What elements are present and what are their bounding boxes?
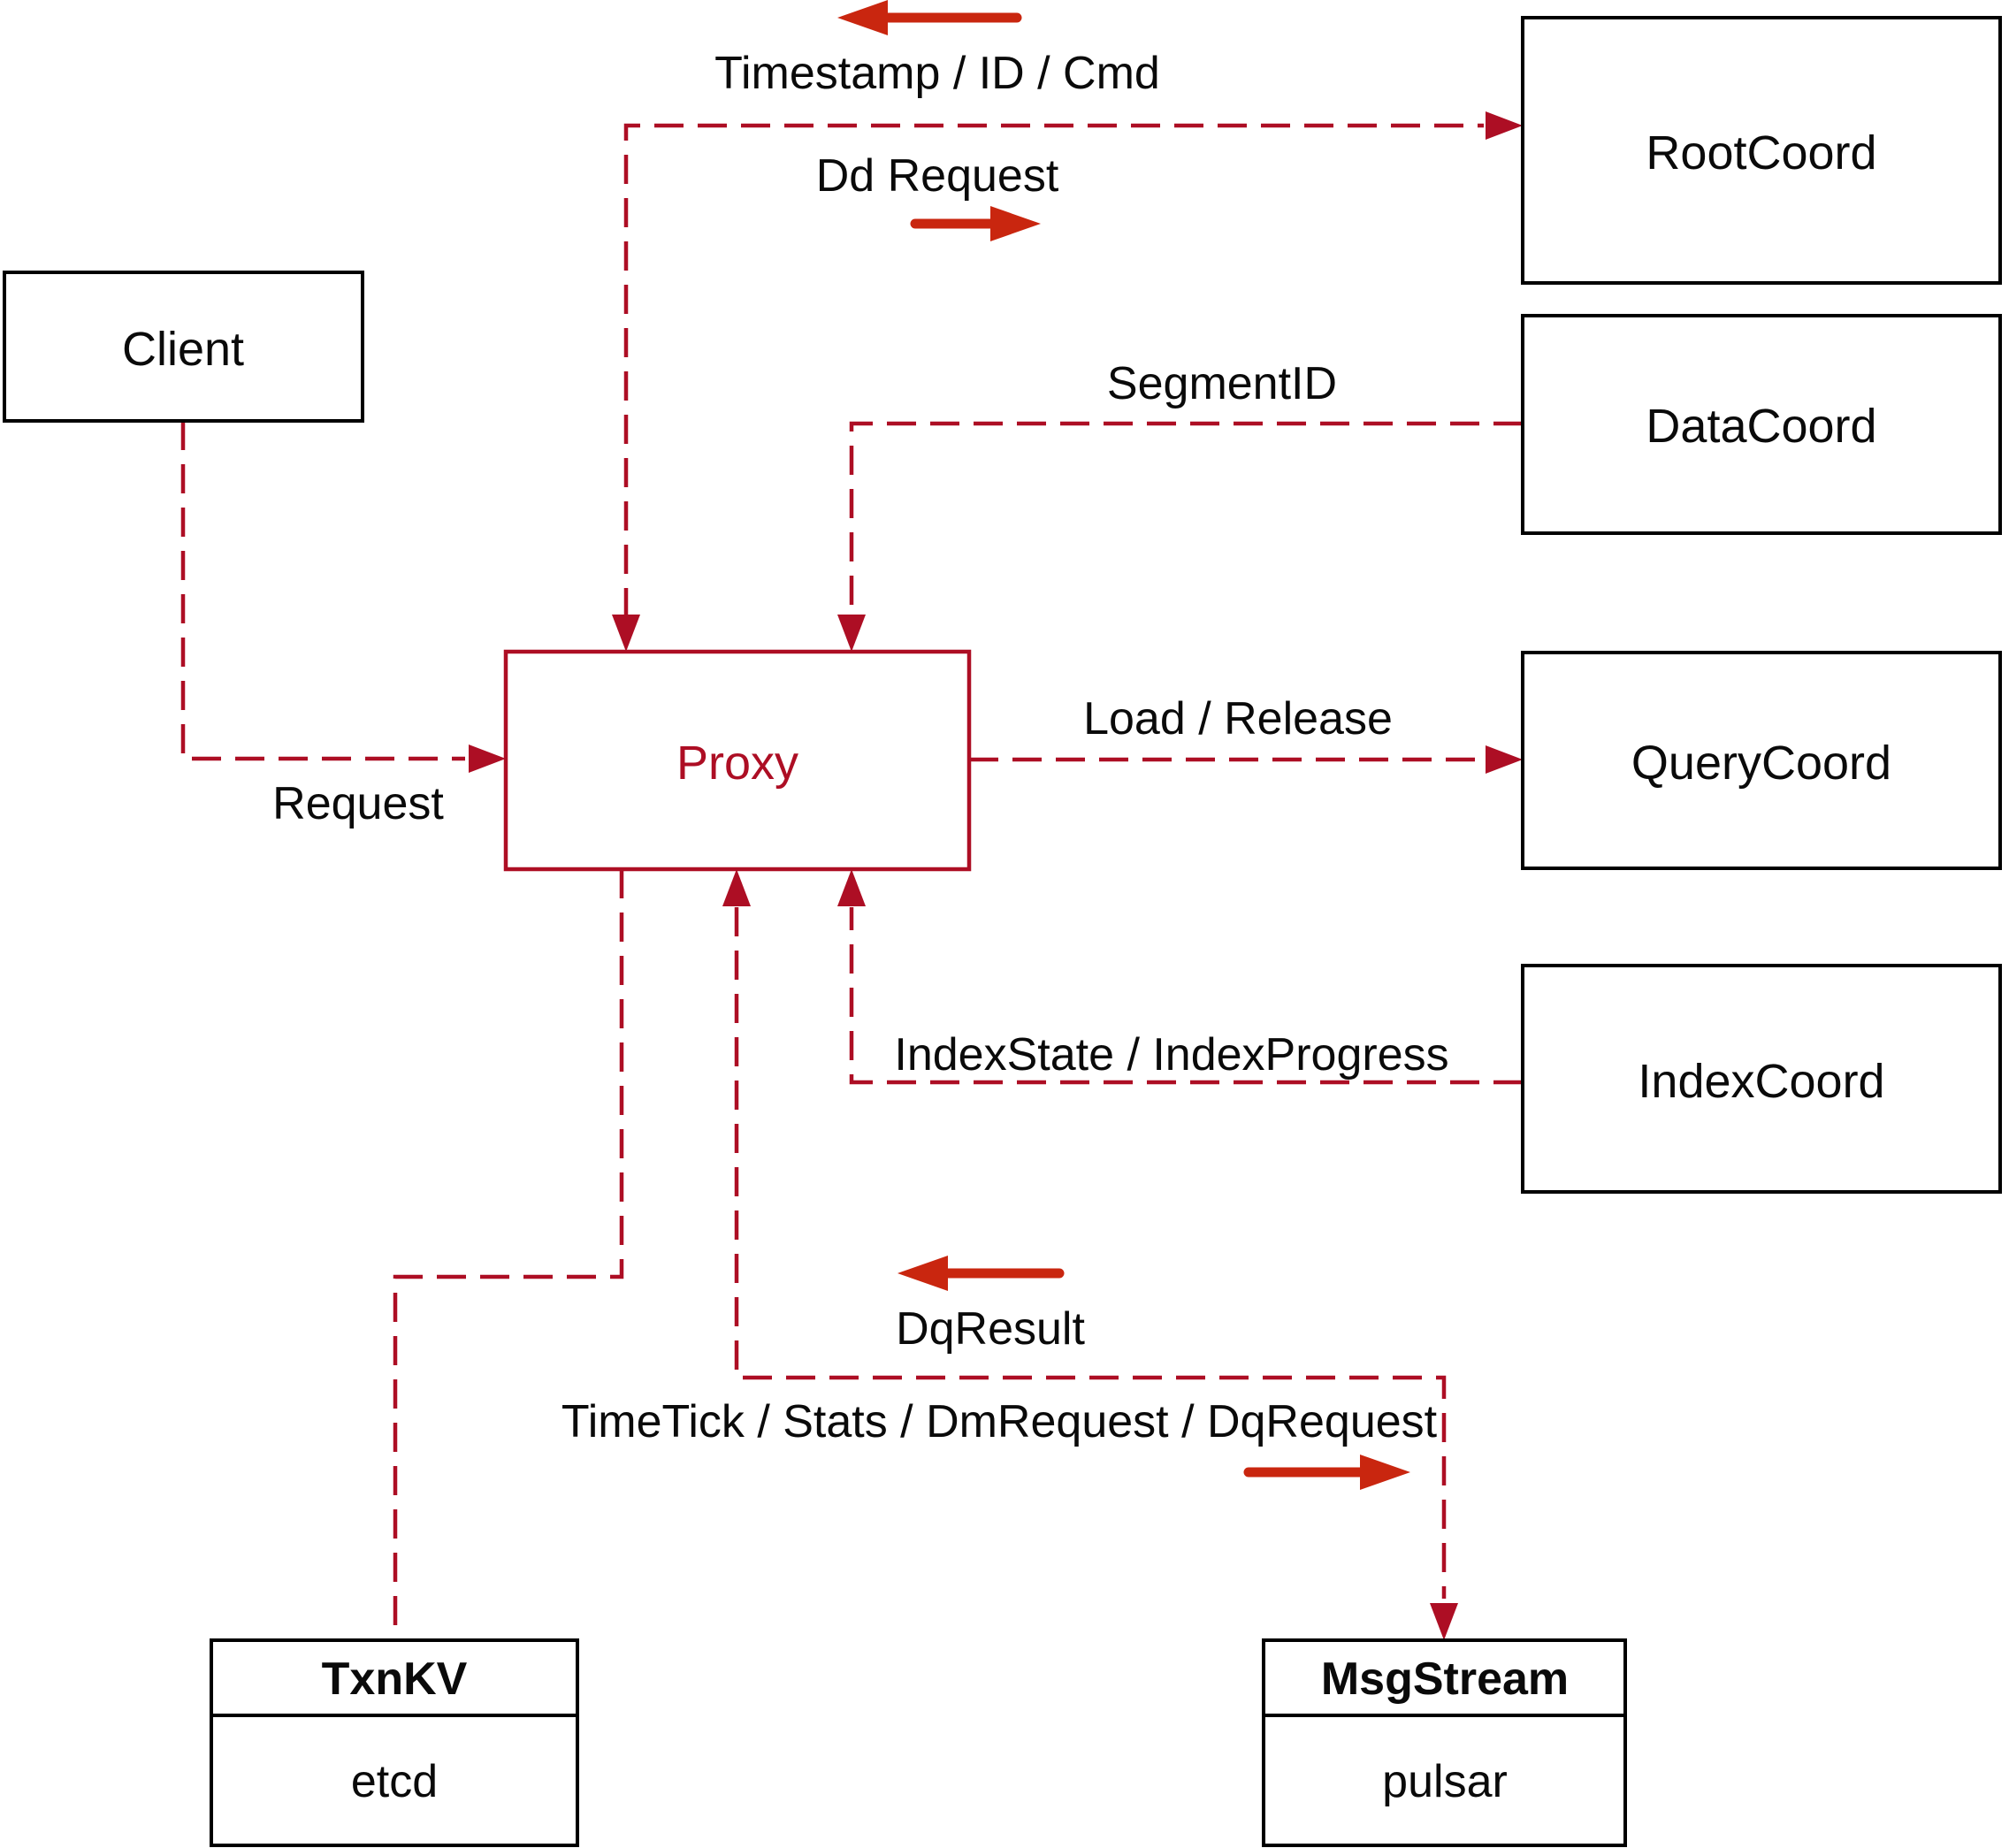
edge-labels-layer: Timestamp / ID / Cmd Dd Request SegmentI… bbox=[272, 48, 1448, 1447]
edge-proxy-rootcoord bbox=[623, 123, 1484, 617]
txnkv-subtitle: etcd bbox=[351, 1756, 438, 1807]
edge-label-timestamp-id-cmd: Timestamp / ID / Cmd bbox=[714, 48, 1160, 99]
direction-arrows-layer bbox=[837, 0, 1410, 1490]
node-msgstream: MsgStream pulsar bbox=[1262, 1638, 1627, 1847]
txnkv-box bbox=[210, 1638, 579, 1847]
node-querycoord: QueryCoord bbox=[1521, 651, 2002, 870]
edge-indexcoord-proxy bbox=[849, 907, 1523, 1085]
indexcoord-box bbox=[1521, 964, 2002, 1194]
edge-proxy-txnkv bbox=[393, 869, 624, 1640]
edges-layer bbox=[180, 111, 1523, 1640]
node-client: Client bbox=[3, 271, 364, 423]
edge-label-request: Request bbox=[272, 778, 444, 829]
node-proxy: Proxy bbox=[503, 649, 972, 872]
arrowhead-icon bbox=[722, 869, 751, 906]
flow-left-arrowhead-icon bbox=[898, 1256, 948, 1291]
client-label: Client bbox=[122, 323, 244, 376]
node-txnkv: TxnKV etcd bbox=[210, 1638, 579, 1847]
client-box bbox=[3, 271, 364, 423]
flow-right-arrowhead-icon bbox=[1360, 1455, 1410, 1490]
proxy-label: Proxy bbox=[676, 737, 798, 790]
datacoord-label: DataCoord bbox=[1646, 400, 1876, 453]
edge-label-dqresult: DqResult bbox=[896, 1303, 1085, 1355]
node-rootcoord: RootCoord bbox=[1521, 16, 2002, 285]
proxy-box bbox=[503, 649, 972, 872]
edge-proxy-msgstream bbox=[734, 907, 1447, 1599]
querycoord-label: QueryCoord bbox=[1631, 737, 1891, 790]
arrowhead-icon bbox=[469, 745, 506, 773]
edge-label-timetick-stats: TimeTick / Stats / DmRequest / DqRequest bbox=[561, 1396, 1438, 1447]
flow-left-arrowhead-icon bbox=[837, 0, 888, 35]
arrowhead-icon bbox=[612, 615, 640, 652]
arrowhead-icon bbox=[837, 615, 866, 652]
arrowhead-icon bbox=[1486, 745, 1523, 774]
rootcoord-box bbox=[1521, 16, 2002, 285]
datacoord-box bbox=[1521, 314, 2002, 535]
rootcoord-label: RootCoord bbox=[1646, 126, 1876, 179]
edge-label-load-release: Load / Release bbox=[1083, 693, 1393, 745]
edge-label-indexstate-indexprogress: IndexState / IndexProgress bbox=[894, 1029, 1448, 1081]
msgstream-subtitle: pulsar bbox=[1382, 1756, 1508, 1807]
edge-client-proxy bbox=[180, 421, 465, 761]
edge-label-dd-request: Dd Request bbox=[816, 150, 1059, 202]
edge-label-segmentid: SegmentID bbox=[1107, 358, 1337, 409]
querycoord-box bbox=[1521, 651, 2002, 870]
msgstream-title: MsgStream bbox=[1321, 1653, 1569, 1705]
arrowhead-icon bbox=[1486, 111, 1523, 140]
edge-datacoord-proxy bbox=[849, 421, 1523, 617]
txnkv-title: TxnKV bbox=[322, 1653, 468, 1705]
node-datacoord: DataCoord bbox=[1521, 314, 2002, 535]
indexcoord-label: IndexCoord bbox=[1638, 1055, 1884, 1108]
node-indexcoord: IndexCoord bbox=[1521, 964, 2002, 1194]
msgstream-box bbox=[1262, 1638, 1627, 1847]
arrowhead-icon bbox=[1430, 1603, 1458, 1640]
arrowhead-icon bbox=[837, 869, 866, 906]
flow-right-arrowhead-icon bbox=[990, 206, 1041, 241]
